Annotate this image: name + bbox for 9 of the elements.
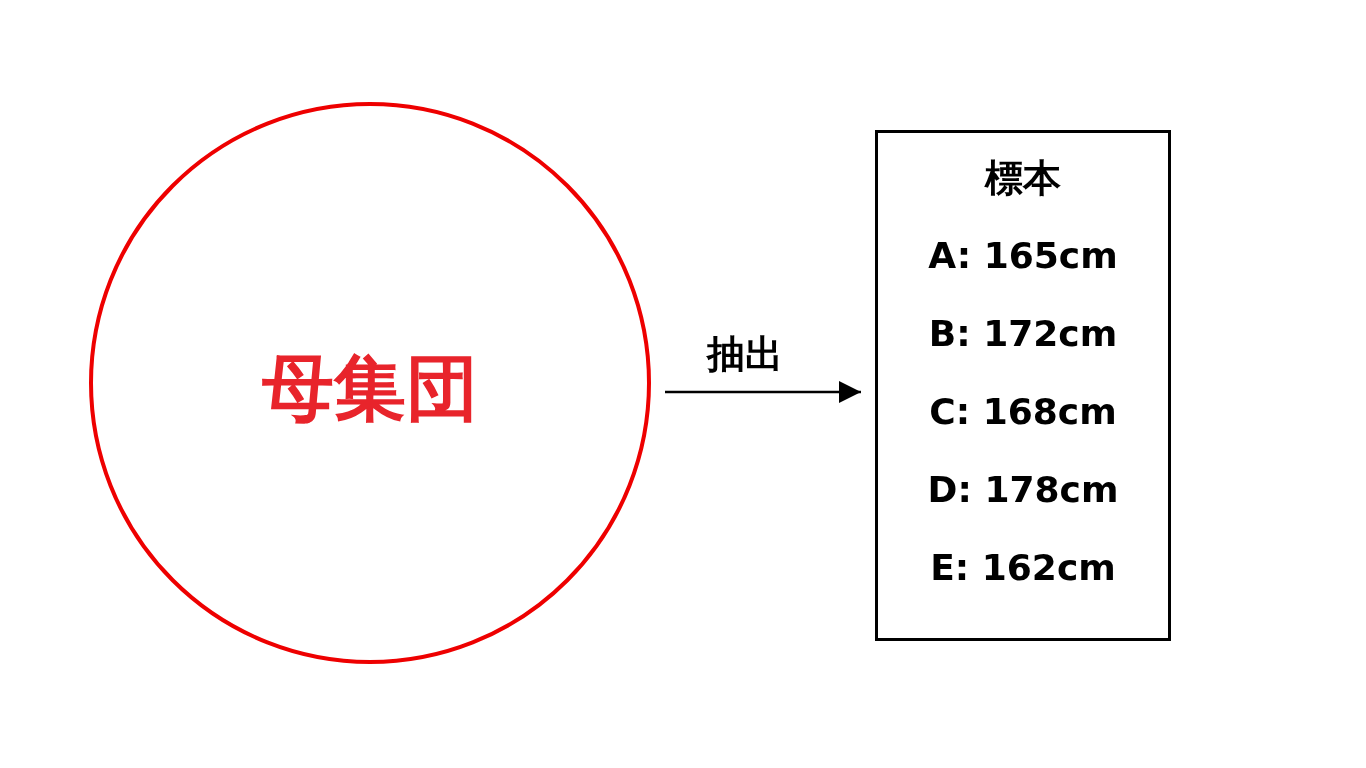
measurement-text: B: 172cm bbox=[928, 312, 1118, 356]
sample-box bbox=[875, 130, 1171, 641]
box-heading: 標本 bbox=[985, 155, 1061, 202]
measurement-text: E: 162cm bbox=[930, 546, 1116, 590]
circle-label: 母集団 bbox=[262, 352, 478, 424]
measurement-text: D: 178cm bbox=[927, 468, 1119, 512]
arrow bbox=[665, 380, 861, 404]
measurement-text: C: 168cm bbox=[929, 390, 1117, 434]
measurement-text: A: 165cm bbox=[928, 234, 1118, 278]
